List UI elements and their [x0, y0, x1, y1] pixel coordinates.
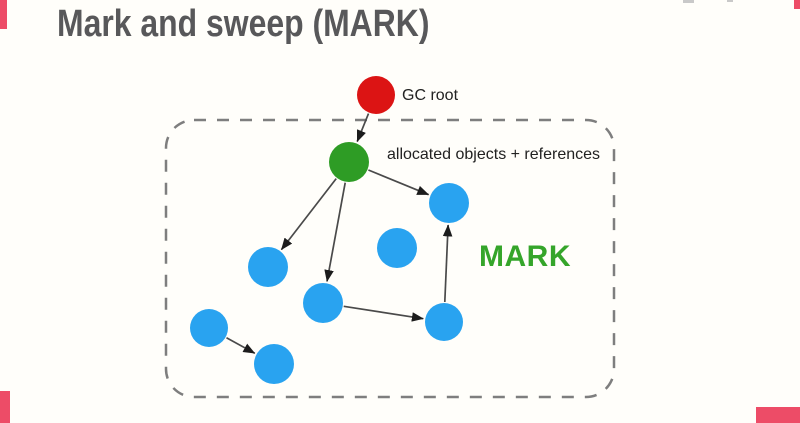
object-node-obj-mid — [303, 283, 343, 323]
top-edge-artifact-left — [683, 0, 694, 3]
reference-arrow-head-to-obj-mid — [324, 182, 347, 282]
top-edge-artifact-right — [727, 0, 733, 2]
heap-boundary-dashed-box — [164, 118, 616, 399]
object-node-obj-botleft — [254, 344, 294, 384]
gc-root-label: GC root — [402, 87, 459, 104]
pink-bar-bottom-right — [756, 407, 800, 423]
object-node-obj-botright — [425, 303, 463, 341]
object-node-obj-farleft — [190, 309, 228, 347]
object-node-obj-center — [377, 228, 417, 268]
reference-arrow-obj-botright-to-obj-topright — [442, 224, 453, 303]
object-node-obj-topright — [429, 183, 469, 223]
object-nodes-layer — [190, 76, 469, 384]
reference-arrows-layer — [226, 113, 453, 355]
reference-arrow-obj-farleft-to-obj-botleft — [226, 336, 256, 355]
reachable-root-object-node-head — [329, 142, 369, 182]
object-node-obj-left — [248, 247, 288, 287]
pink-bar-top-left — [0, 0, 7, 29]
mark-phase-label: MARK — [479, 240, 571, 273]
reference-arrow-head-to-obj-left — [280, 178, 337, 251]
reference-arrow-gc-root-to-head — [356, 113, 370, 143]
page-title: Mark and sweep (MARK) — [57, 3, 430, 45]
reference-arrow-head-to-obj-topright — [368, 169, 430, 196]
pink-notch-top-right — [794, 0, 800, 9]
allocated-objects-label: allocated objects + references — [387, 146, 601, 163]
pink-bar-bottom-left — [0, 391, 10, 423]
reference-arrow-obj-mid-to-obj-botright — [343, 305, 424, 322]
gc-root-node-gc-root — [357, 76, 395, 114]
